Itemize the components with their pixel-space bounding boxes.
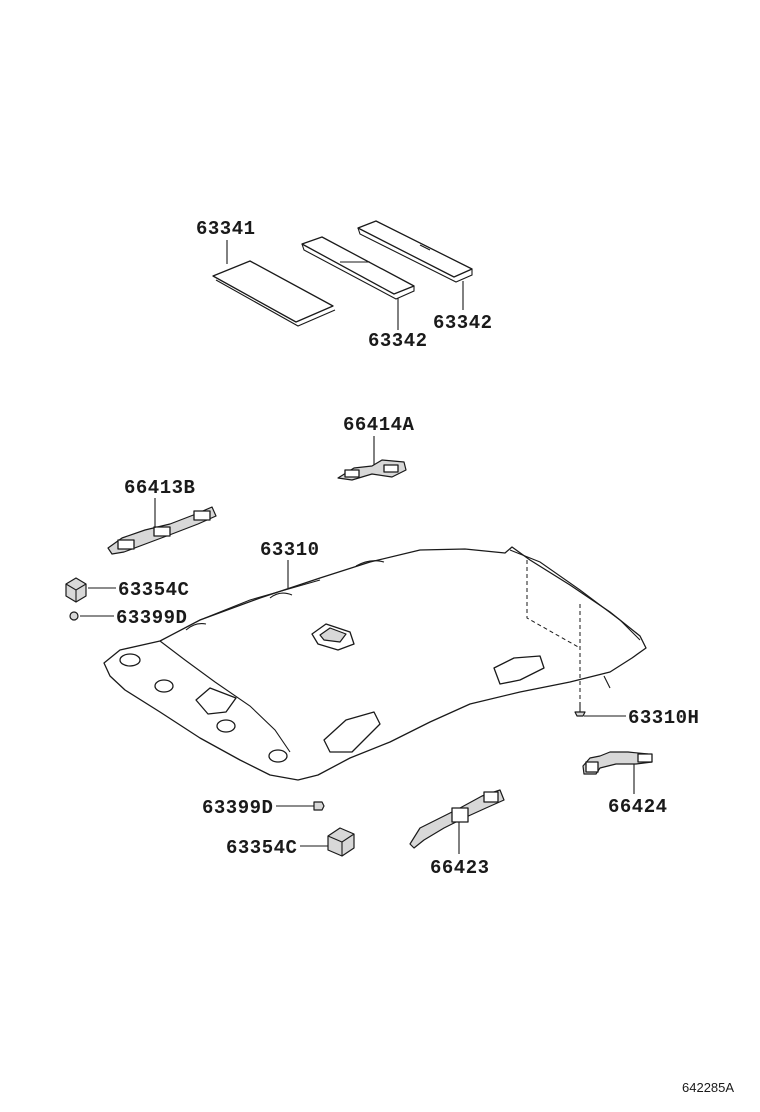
bracket-66424[interactable] [582, 751, 653, 794]
clip-63354C-bottom[interactable] [300, 827, 355, 857]
clip-63354C-top[interactable] [65, 577, 116, 603]
label-63342-right: 63342 [433, 312, 493, 334]
pad-63341[interactable] [212, 240, 336, 327]
label-63354C-bottom: 63354C [226, 837, 297, 859]
label-63354C-top: 63354C [118, 579, 189, 601]
clip-63399D-top[interactable] [69, 611, 114, 621]
label-66423: 66423 [430, 857, 490, 879]
clip-63399D-bottom[interactable] [276, 801, 325, 811]
bracket-66414A[interactable] [337, 436, 407, 481]
bracket-66423[interactable] [409, 789, 505, 854]
pad-63342-right[interactable] [357, 220, 473, 310]
bracket-66413B[interactable] [107, 498, 217, 555]
label-66414A: 66414A [343, 414, 415, 436]
label-66424: 66424 [608, 796, 668, 818]
headliner-63310[interactable] [103, 546, 647, 781]
label-63310: 63310 [260, 539, 320, 561]
screw-63310H[interactable] [574, 702, 626, 717]
label-63341: 63341 [196, 218, 256, 240]
label-63310H: 63310H [628, 707, 699, 729]
label-63399D-top: 63399D [116, 607, 187, 629]
label-66413B: 66413B [124, 477, 195, 499]
label-63399D-bottom: 63399D [202, 797, 273, 819]
label-63342-middle: 63342 [368, 330, 428, 352]
diagram-reference: 642285A [682, 1080, 734, 1095]
pad-63342-middle[interactable] [301, 236, 415, 330]
